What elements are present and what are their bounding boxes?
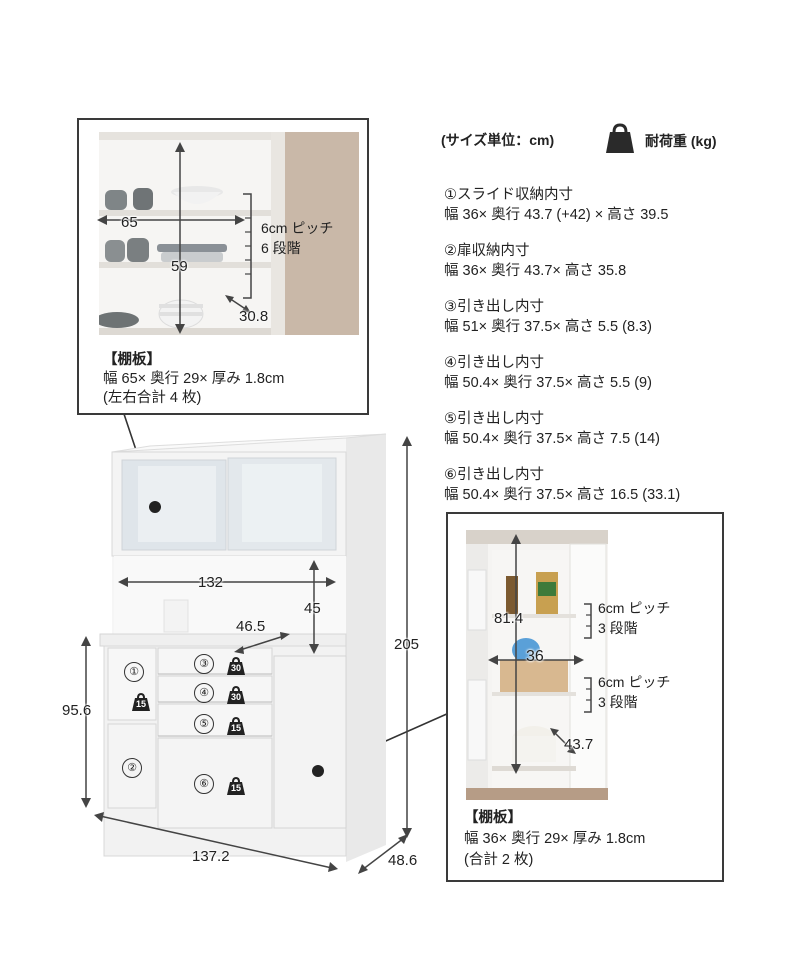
weight-value: 30 [230, 663, 241, 673]
spec-item: ③引き出し内寸 幅 51× 奥行 37.5× 高さ 5.5 (8.3) [444, 297, 680, 353]
door-pitch2-line1: 6cm ピッチ [598, 674, 671, 690]
spec-item: ⑤引き出し内寸 幅 50.4× 奥行 37.5× 高さ 7.5 (14) [444, 409, 680, 465]
upper-shelf-title: 【棚板】 [103, 352, 161, 368]
upper-width-dim: 65 [121, 214, 138, 231]
weight-icon: 30 [226, 685, 246, 710]
door-shelf-count: (合計 2 枚) [464, 852, 534, 868]
upper-height-dim: 59 [171, 258, 188, 275]
upper-open-height-dim: 45 [304, 600, 321, 617]
door-width-dim: 36 [526, 648, 544, 665]
door-pitch1-line2: 3 段階 [598, 620, 638, 636]
door-height-dim: 81.4 [494, 610, 524, 627]
counter-width-dim: 132 [198, 574, 224, 591]
door-pitch2-line2: 3 段階 [598, 694, 638, 710]
weight-icon [603, 122, 637, 161]
upper-depth-dim: 30.8 [239, 308, 269, 325]
door-shelf-size: 幅 36× 奥行 29× 厚み 1.8cm [464, 831, 646, 847]
spec-list: ①スライド収納内寸 幅 36× 奥行 43.7 (+42) × 高さ 39.5 … [444, 185, 680, 521]
compartment-5-label: ⑤ [194, 714, 214, 734]
upper-shelf-size: 幅 65× 奥行 29× 厚み 1.8cm [103, 371, 285, 387]
total-depth-dim: 48.6 [388, 852, 418, 869]
weight-label: 耐荷重 (kg) [645, 133, 717, 149]
door-shelf-title: 【棚板】 [464, 810, 522, 826]
spec-value: 幅 50.4× 奥行 37.5× 高さ 5.5 (9) [444, 375, 652, 391]
weight-value: 15 [135, 699, 146, 709]
door-pitch1-line1: 6cm ピッチ [598, 600, 671, 616]
weight-icon: 15 [226, 776, 246, 801]
upper-shelf-count: (左右合計 4 枚) [103, 390, 202, 406]
upper-shelf-detail: 65 59 30.8 6cm ピッチ 6 段階 【棚板】 幅 65× 奥行 29… [77, 118, 369, 415]
weight-value: 15 [230, 783, 241, 793]
spec-title: ①スライド収納内寸 [444, 187, 573, 203]
compartment-3-label: ③ [194, 654, 214, 674]
total-height-dim: 205 [394, 636, 420, 653]
spec-title: ③引き出し内寸 [444, 299, 544, 315]
spec-value: 幅 51× 奥行 37.5× 高さ 5.5 (8.3) [444, 319, 652, 335]
spec-title: ④引き出し内寸 [444, 355, 544, 371]
total-width-dim: 137.2 [192, 848, 230, 865]
spec-value: 幅 36× 奥行 43.7× 高さ 35.8 [444, 263, 627, 279]
spec-title: ⑥引き出し内寸 [444, 467, 544, 483]
door-storage-photo [466, 530, 608, 800]
door-depth-dim: 43.7 [564, 736, 594, 753]
counter-depth-dim: 46.5 [236, 618, 266, 635]
lower-height-dim: 95.6 [62, 702, 92, 719]
upper-shelf-photo [99, 132, 359, 335]
compartment-2-label: ② [122, 758, 142, 778]
spec-item: ①スライド収納内寸 幅 36× 奥行 43.7 (+42) × 高さ 39.5 [444, 185, 680, 241]
weight-icon: 15 [226, 716, 246, 741]
upper-dim-lines [97, 142, 252, 334]
spec-value: 幅 50.4× 奥行 37.5× 高さ 16.5 (33.1) [444, 487, 681, 503]
weight-icon: 30 [226, 656, 246, 681]
weight-value: 30 [230, 692, 241, 702]
spec-item: ②扉収納内寸 幅 36× 奥行 43.7× 高さ 35.8 [444, 241, 680, 297]
upper-pitch-line2: 6 段階 [261, 240, 301, 256]
compartment-4-label: ④ [194, 683, 214, 703]
weight-value: 15 [230, 723, 241, 733]
compartment-6-label: ⑥ [194, 774, 214, 794]
spec-value: 幅 50.4× 奥行 37.5× 高さ 7.5 (14) [444, 431, 660, 447]
spec-value: 幅 36× 奥行 43.7 (+42) × 高さ 39.5 [444, 207, 669, 223]
upper-pitch-line1: 6cm ピッチ [261, 220, 334, 236]
weight-icon: 15 [131, 692, 151, 717]
compartment-1-label: ① [124, 662, 144, 682]
spec-title: ⑤引き出し内寸 [444, 411, 544, 427]
door-dim-lines [488, 534, 592, 774]
door-storage-detail: 81.4 36 43.7 6cm ピッチ 3 段階 6cm ピッチ 3 段階 【… [446, 512, 724, 882]
spec-title: ②扉収納内寸 [444, 243, 530, 259]
unit-label: (サイズ単位：cm) [441, 132, 555, 148]
spec-item: ④引き出し内寸 幅 50.4× 奥行 37.5× 高さ 5.5 (9) [444, 353, 680, 409]
spec-item: ⑥引き出し内寸 幅 50.4× 奥行 37.5× 高さ 16.5 (33.1) [444, 465, 680, 521]
